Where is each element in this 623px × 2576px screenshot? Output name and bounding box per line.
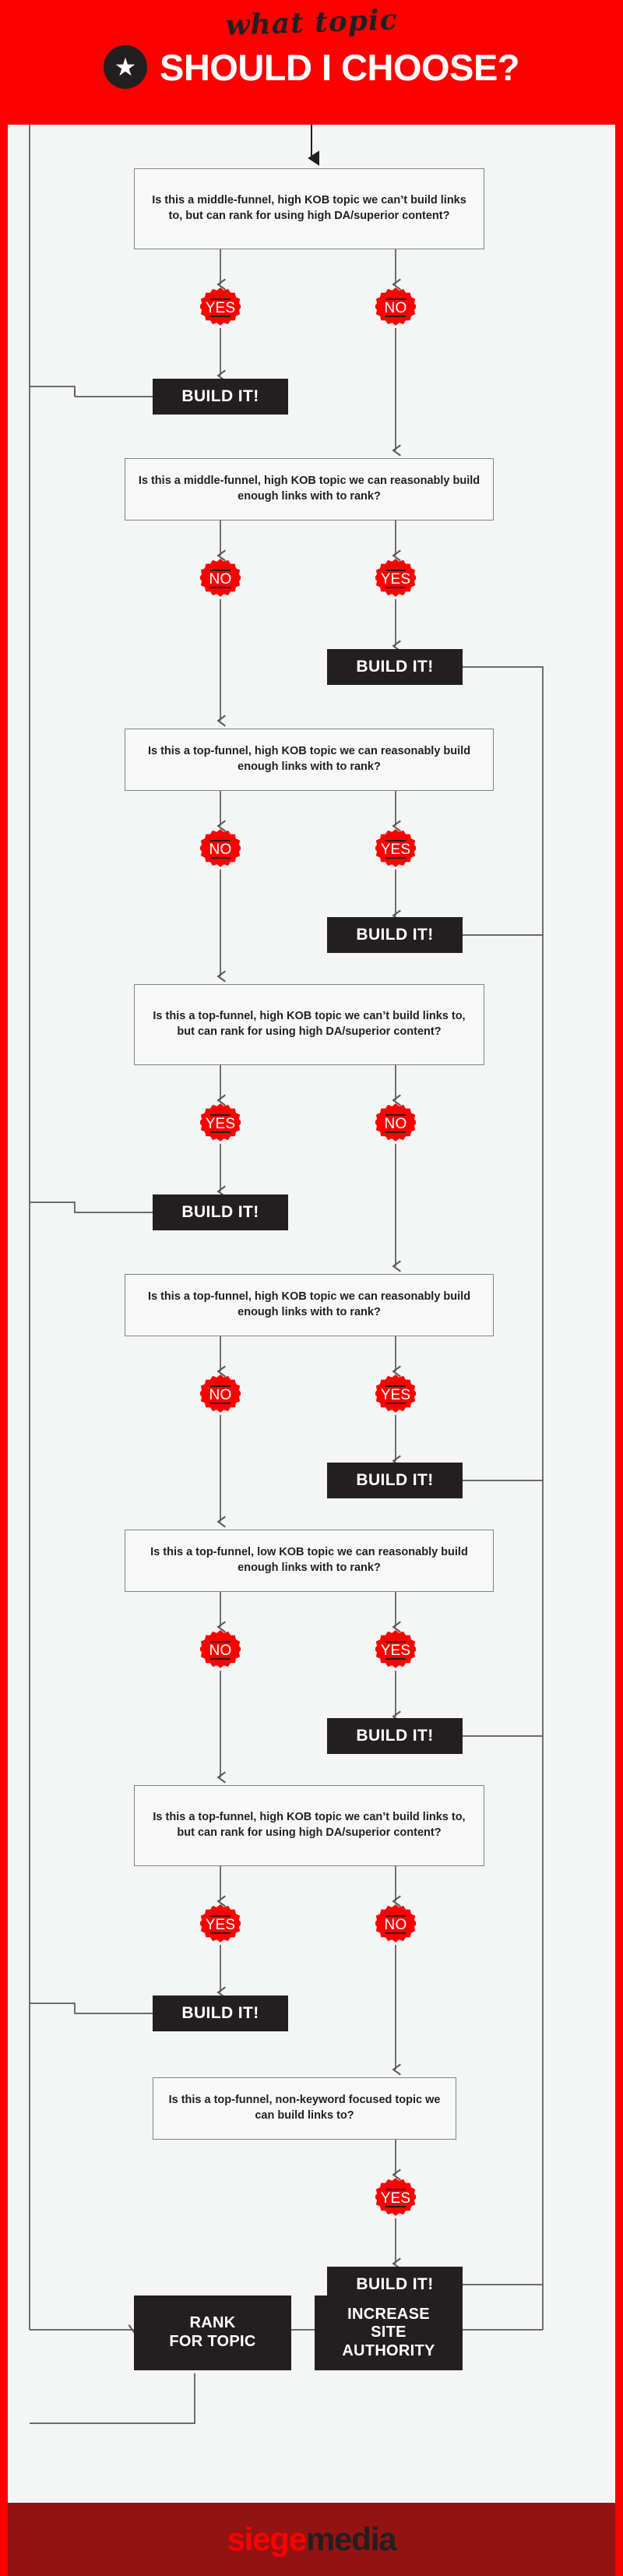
- header-banner: what topic ★ SHOULD I CHOOSE?: [0, 0, 623, 125]
- decision-box-1[interactable]: Is this a middle-funnel, high KOB topic …: [134, 168, 484, 249]
- terminal-rank-for-topic[interactable]: RANK FOR TOPIC: [134, 2295, 291, 2370]
- siegemedia-logo[interactable]: siegemedia: [227, 2521, 397, 2558]
- build-it-box-4[interactable]: BUILD IT!: [153, 1194, 288, 1230]
- logo-media: media: [306, 2521, 397, 2557]
- decision-box-8[interactable]: Is this a top-funnel, non-keyword focuse…: [153, 2077, 456, 2140]
- decision-box-5[interactable]: Is this a top-funnel, high KOB topic we …: [125, 1274, 494, 1336]
- badge-yes-7[interactable]: YES: [200, 1904, 241, 1945]
- badge-no-1[interactable]: NO: [375, 288, 416, 328]
- decision-box-4[interactable]: Is this a top-funnel, high KOB topic we …: [134, 984, 484, 1065]
- badge-yes-8[interactable]: YES: [375, 2178, 416, 2218]
- build-it-box-1[interactable]: BUILD IT!: [153, 379, 288, 415]
- badge-yes-6[interactable]: YES: [375, 1630, 416, 1671]
- badge-no-7[interactable]: NO: [375, 1904, 416, 1945]
- decision-box-3[interactable]: Is this a top-funnel, high KOB topic we …: [125, 729, 494, 791]
- decision-box-2[interactable]: Is this a middle-funnel, high KOB topic …: [125, 458, 494, 520]
- header-title-row: ★ SHOULD I CHOOSE?: [0, 45, 623, 89]
- left-red-stripe: [0, 0, 8, 2576]
- decision-box-7[interactable]: Is this a top-funnel, high KOB topic we …: [134, 1785, 484, 1866]
- build-it-box-7[interactable]: BUILD IT!: [153, 1996, 288, 2031]
- build-it-box-6[interactable]: BUILD IT!: [327, 1718, 463, 1754]
- star-icon: ★: [103, 45, 147, 89]
- badge-no-3[interactable]: NO: [200, 829, 241, 870]
- badge-yes-1[interactable]: YES: [200, 288, 241, 328]
- badge-yes-2[interactable]: YES: [375, 559, 416, 599]
- badge-no-2[interactable]: NO: [200, 559, 241, 599]
- badge-no-5[interactable]: NO: [200, 1374, 241, 1415]
- build-it-box-3[interactable]: BUILD IT!: [327, 917, 463, 953]
- badge-no-6[interactable]: NO: [200, 1630, 241, 1671]
- build-it-box-5[interactable]: BUILD IT!: [327, 1463, 463, 1498]
- header-script-text: what topic: [224, 3, 399, 42]
- badge-yes-4[interactable]: YES: [200, 1103, 241, 1144]
- badge-yes-5[interactable]: YES: [375, 1374, 416, 1415]
- badge-no-4[interactable]: NO: [375, 1103, 416, 1144]
- right-red-stripe: [615, 0, 623, 2576]
- footer-bar: siegemedia: [0, 2503, 623, 2576]
- build-it-box-2[interactable]: BUILD IT!: [327, 649, 463, 685]
- badge-yes-3[interactable]: YES: [375, 829, 416, 870]
- decision-box-6[interactable]: Is this a top-funnel, low KOB topic we c…: [125, 1530, 494, 1592]
- logo-siege: siege: [227, 2521, 308, 2557]
- page-title: SHOULD I CHOOSE?: [159, 46, 520, 88]
- terminal-increase-site-authority[interactable]: INCREASE SITE AUTHORITY: [315, 2295, 463, 2370]
